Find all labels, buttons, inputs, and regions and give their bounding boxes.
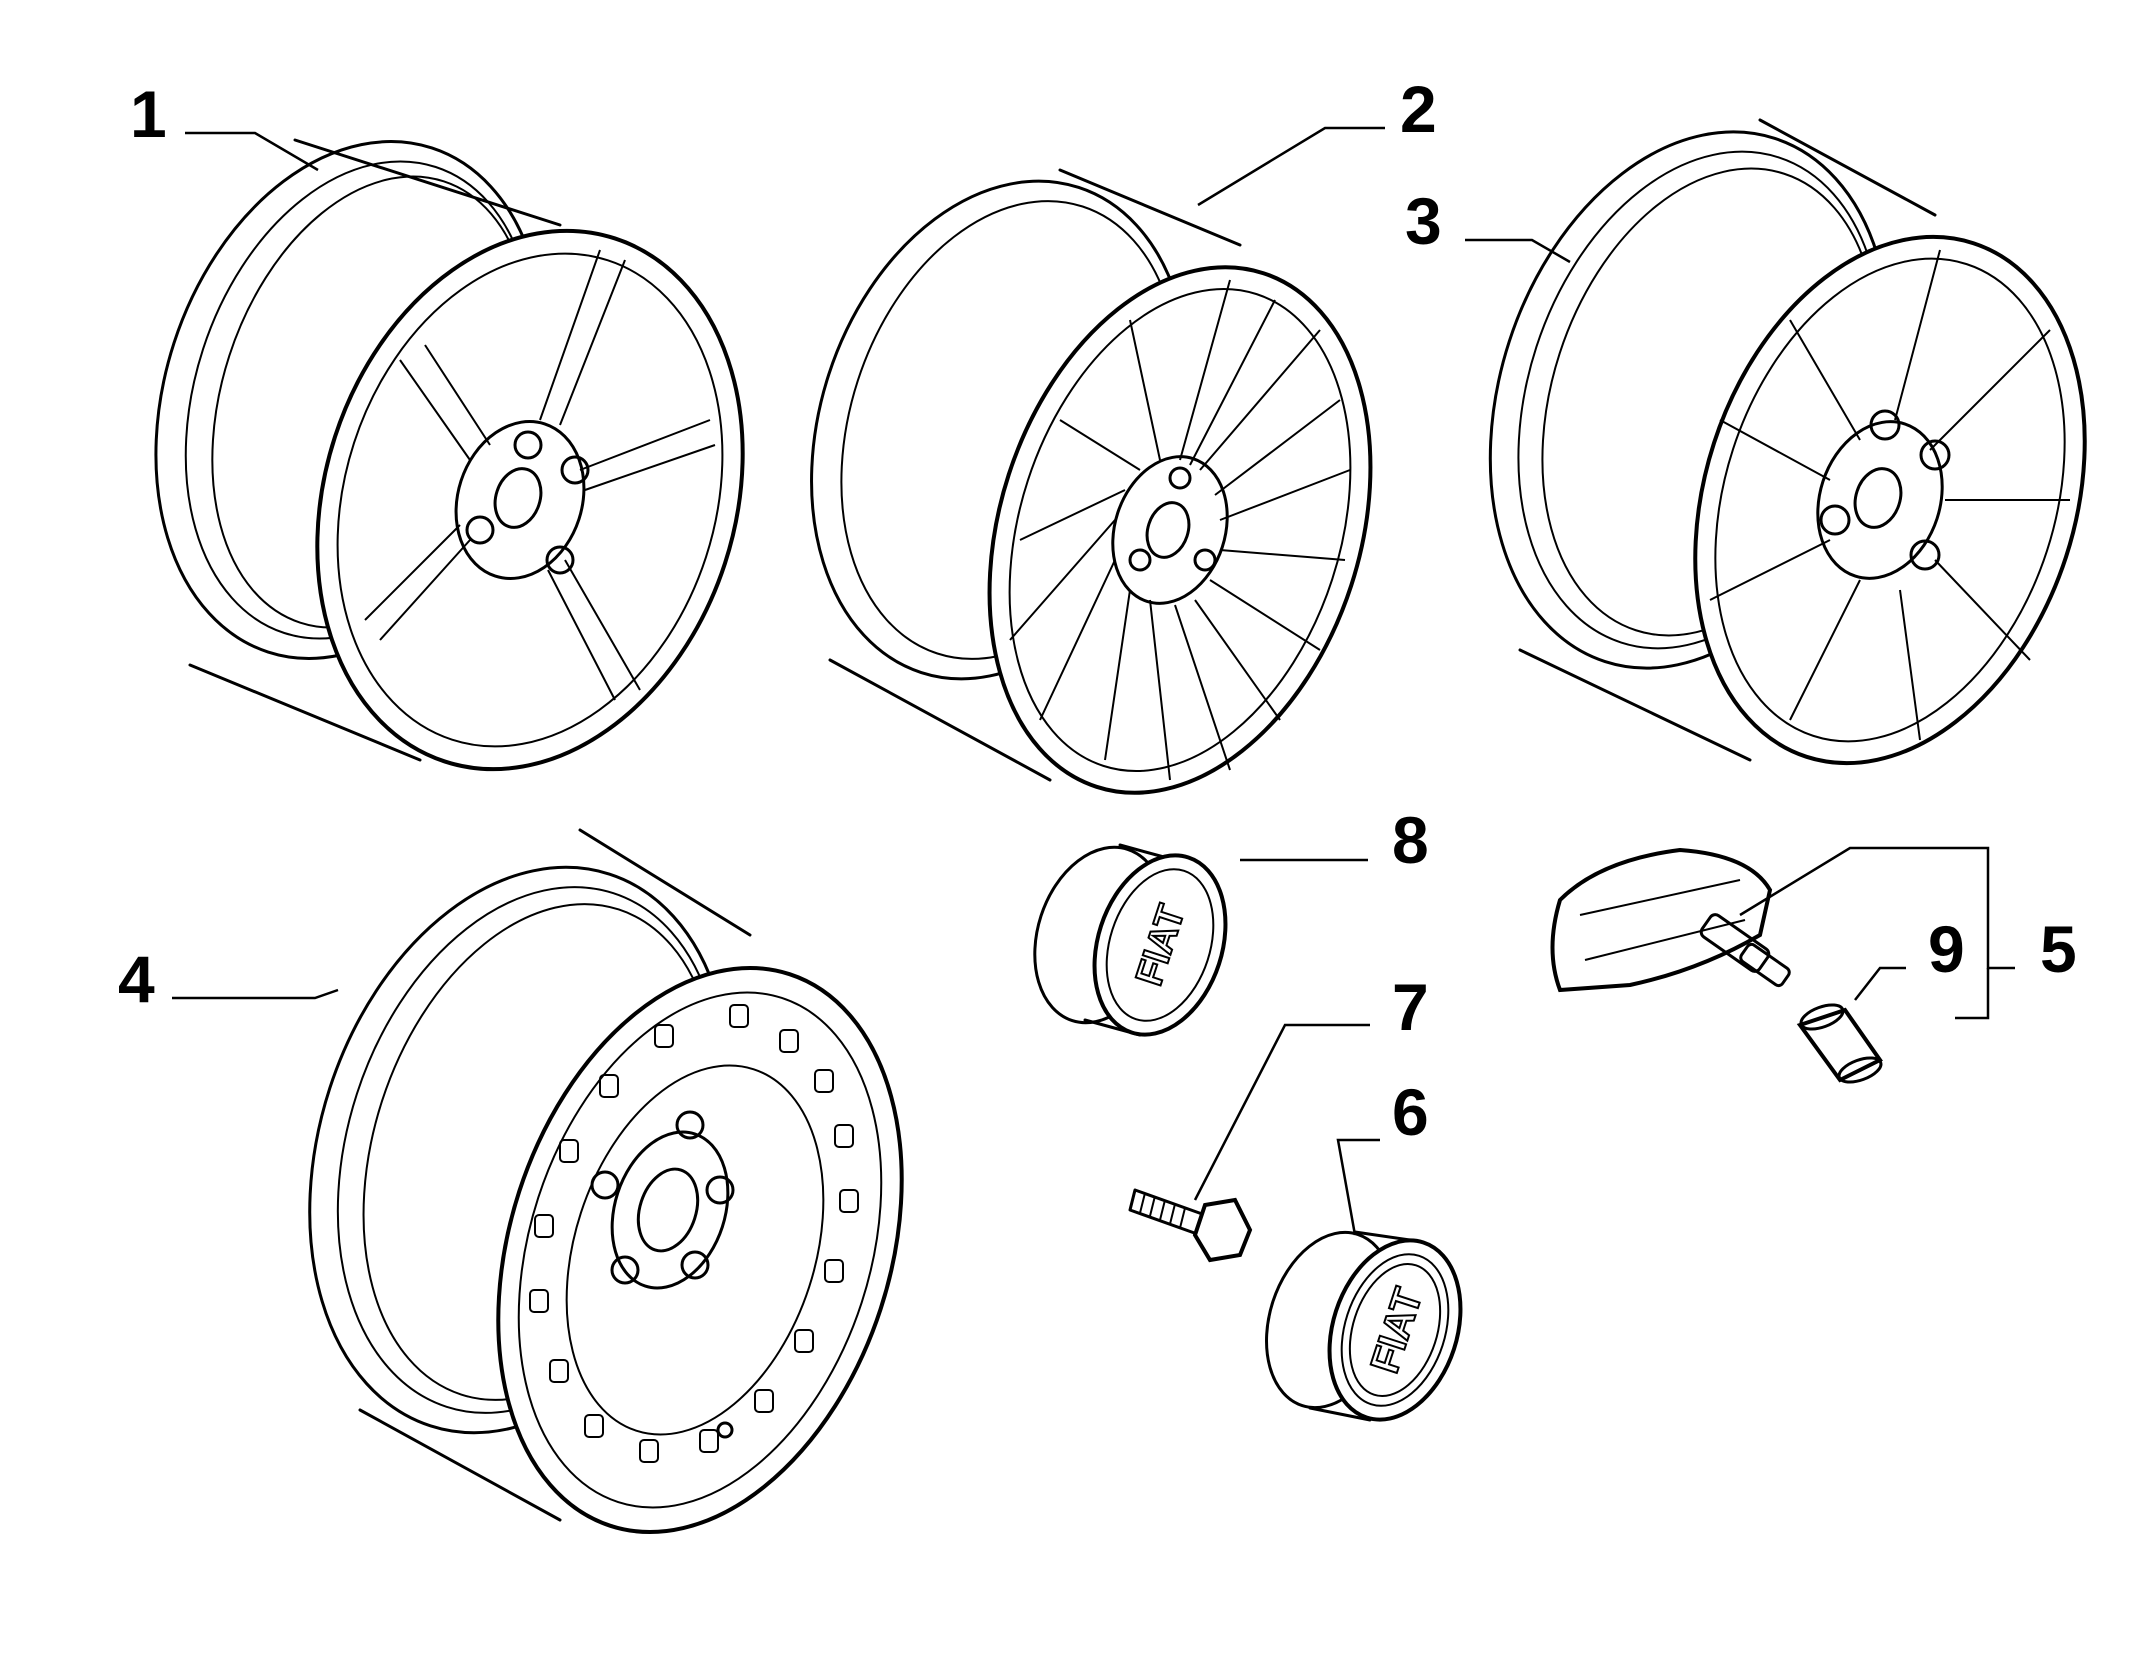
callout-7: 7: [1392, 970, 1429, 1044]
leader-5b: [1955, 968, 1990, 1020]
callout-5: 5: [2040, 912, 2077, 986]
leader-9: [1854, 966, 1906, 1001]
callout-labels: 1 2 3 4 5 6 7 8 9: [118, 72, 2077, 1149]
callout-9: 9: [1928, 912, 1965, 986]
wheel-1-drawing: [154, 138, 745, 772]
leader-3: [1465, 238, 1571, 264]
wheel-4-drawing: [308, 828, 904, 1534]
leader-2: [1197, 126, 1385, 207]
hub-cap-8-drawing: FIAT: [1033, 843, 1228, 1037]
callout-3: 3: [1405, 184, 1442, 258]
leader-7: [1193, 1023, 1370, 1201]
pressure-sensor-drawing: [1550, 847, 1791, 993]
wheel-bolt-drawing: [1128, 1188, 1253, 1263]
leader-lines: [172, 126, 2015, 1236]
callout-6: 6: [1392, 1075, 1429, 1149]
wheel-3-drawing: [1488, 118, 2087, 766]
callout-1: 1: [130, 77, 167, 151]
callout-8: 8: [1392, 803, 1429, 877]
callout-4: 4: [118, 942, 155, 1016]
wheel-2-drawing: [810, 168, 1373, 795]
leader-1: [185, 131, 319, 172]
leader-6: [1336, 1138, 1380, 1236]
leader-5: [1739, 846, 2015, 970]
hub-cap-6-drawing: FIAT: [1265, 1230, 1463, 1422]
leader-4: [172, 988, 339, 1000]
callout-2: 2: [1400, 72, 1437, 146]
valve-cap-drawing: [1796, 1003, 1883, 1084]
